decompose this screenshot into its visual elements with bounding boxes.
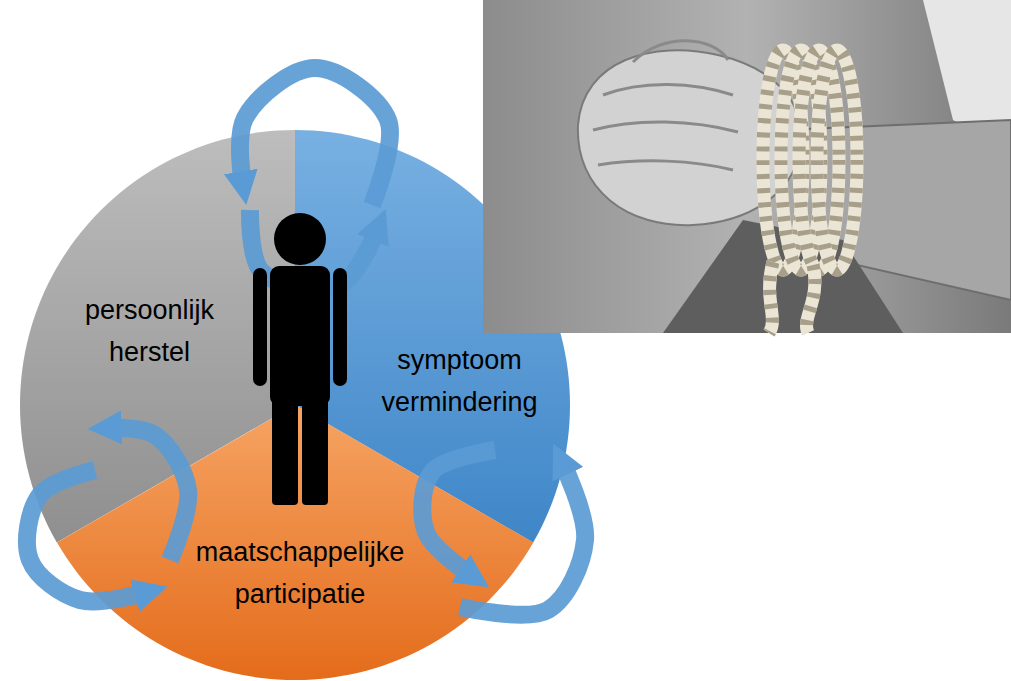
rope-twist [806,265,814,333]
person-arm [333,268,347,386]
sector-label: persoonlijk herstel [62,290,237,374]
cycle-arrow [422,450,495,576]
cycle-arrow [460,462,585,615]
person-torso [270,266,330,406]
rope-end [769,262,773,333]
person-arm [253,268,267,386]
rope-twist [769,262,773,333]
person-leg [272,395,298,505]
rope-twist [817,50,857,270]
photo-background [483,0,1011,333]
finger-line [593,122,738,132]
finger-line [598,161,733,170]
cycle-arrow [108,428,188,560]
label-box: persoonlijk herstel [62,290,237,374]
sector-label: maatschappelijke participatie [175,532,425,616]
person-leg [302,395,328,505]
rope-coil [817,50,857,270]
person-head [274,213,326,265]
label-box: maatschappelijke participatie [175,532,425,616]
cycle-arrow [240,68,390,205]
thumb-line [633,41,728,62]
rope-end [806,265,814,333]
finger-line [603,84,733,95]
label-box: symptoom vermindering [362,340,557,424]
sector-label: symptoom vermindering [362,340,557,424]
cycle-arrow [27,470,148,601]
